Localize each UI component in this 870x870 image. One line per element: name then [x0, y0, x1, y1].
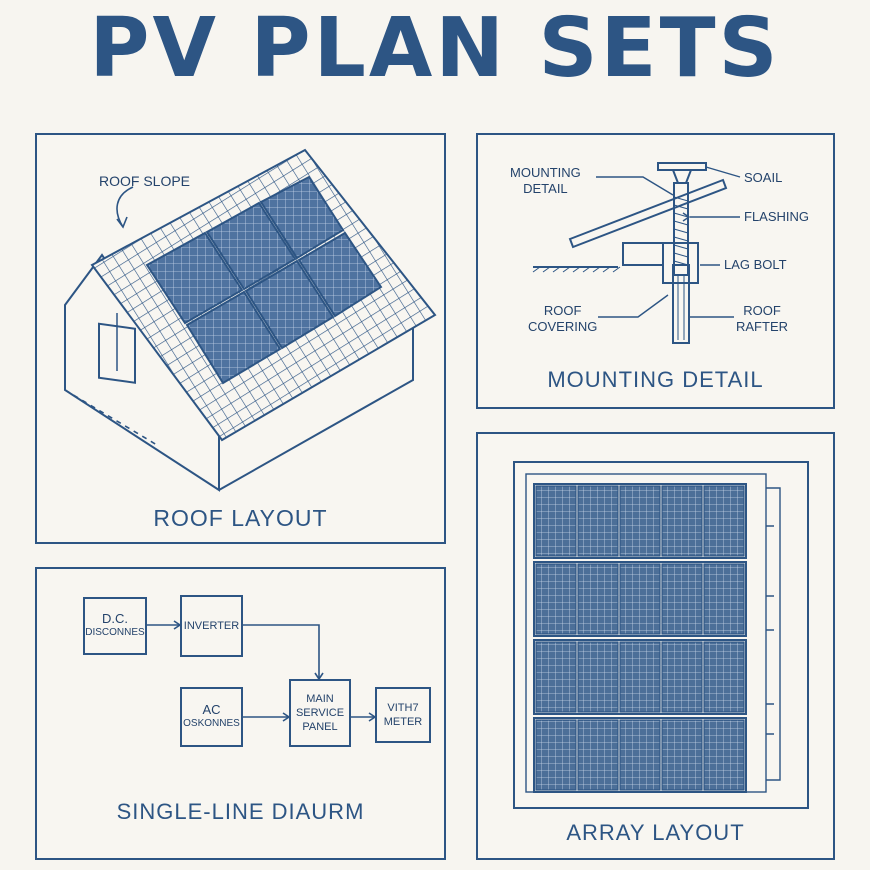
array-panel-grid [533, 483, 747, 793]
array-solar-panel [619, 485, 661, 557]
roof-layout-drawing [64, 148, 437, 492]
array-layout-panel: ARRAY LAYOUT [476, 432, 835, 860]
array-solar-panel [535, 719, 577, 791]
main-service-panel-block: MAIN SERVICE PANEL [289, 679, 351, 747]
meter-block: VITH7 METER [375, 687, 431, 743]
array-solar-panel [577, 563, 619, 635]
array-solar-panel [619, 563, 661, 635]
array-solar-panel [577, 719, 619, 791]
array-solar-panel [535, 641, 577, 713]
page-title: PV PLAN SETS [89, 1, 781, 96]
flashing-label: FLASHING [744, 209, 810, 224]
roof-solar-panels [145, 175, 383, 385]
roof-rafter-label: ROOF RAFTER [736, 303, 788, 334]
array-row-frame [533, 639, 747, 715]
single-line-wires [147, 620, 377, 722]
array-solar-panel [661, 563, 703, 635]
array-row-frame [533, 561, 747, 637]
array-solar-panel [535, 563, 577, 635]
array-solar-panel [703, 641, 745, 713]
mounting-detail-drawing [532, 162, 741, 344]
array-solar-panel [661, 641, 703, 713]
single-line-panel: D.C. DISCONNES INVERTER AC OSKONNES MAIN… [35, 567, 446, 860]
inverter-block: INVERTER [180, 595, 243, 657]
array-solar-panel [535, 485, 577, 557]
roof-layout-title: ROOF LAYOUT [153, 505, 328, 531]
array-layout-drawing [513, 461, 809, 809]
array-solar-panel [703, 485, 745, 557]
array-row-frame [533, 717, 747, 793]
roof-covering-label: ROOF COVERING [528, 303, 598, 334]
array-solar-panel [577, 641, 619, 713]
mounting-detail-title: MOUNTING DETAIL [547, 367, 764, 392]
array-solar-panel [661, 719, 703, 791]
array-solar-panel [703, 563, 745, 635]
array-solar-panel [619, 719, 661, 791]
roof-layout-panel: ROOF SLOPE ROOF LAYOUT [35, 133, 446, 544]
mounting-detail-label: MOUNTING DETAIL [510, 165, 581, 196]
ac-disconnect-block: AC OSKONNES [180, 687, 243, 747]
dc-disconnect-block: D.C. DISCONNES [83, 597, 147, 655]
single-line-title: SINGLE-LINE DIAURM [116, 799, 365, 824]
mounting-detail-panel: MOUNTING DETAIL SOAIL FLASHING LAG BOLT … [476, 133, 835, 409]
soail-label: SOAIL [744, 170, 783, 185]
array-layout-title: ARRAY LAYOUT [566, 820, 745, 845]
array-solar-panel [577, 485, 619, 557]
lag-bolt-label: LAG BOLT [724, 257, 787, 272]
array-solar-panel [619, 641, 661, 713]
roof-slope-label: ROOF SLOPE [99, 173, 191, 189]
array-solar-panel [661, 485, 703, 557]
array-row-frame [533, 483, 747, 559]
array-solar-panel [703, 719, 745, 791]
